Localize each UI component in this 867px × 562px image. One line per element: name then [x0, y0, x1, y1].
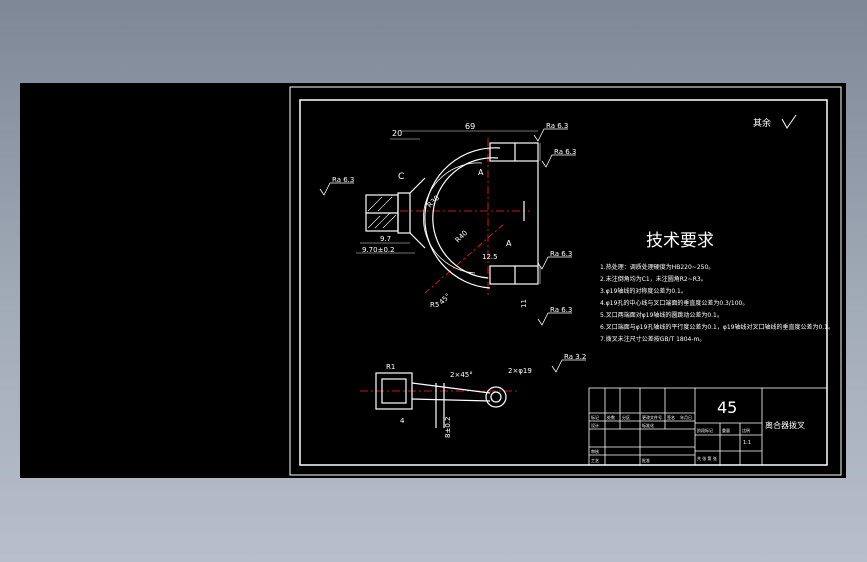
sheet-outer-border [289, 86, 842, 476]
tb-designer: 设计 [591, 422, 599, 428]
material-label: 45 [717, 398, 737, 417]
roughness-4: Ra 6.3 [550, 250, 572, 258]
dim-chamfer: 2×45° [450, 371, 473, 379]
dim-4: 4 [400, 417, 405, 425]
tech-requirements-title: 技术要求 [646, 231, 714, 251]
tech-notes: 1.热处理：调质处理硬度为HB220~250。 2.未注倒角均为C1，未注圆角R… [600, 263, 834, 343]
label-a-bottom: A [506, 239, 512, 248]
label-a-top: A [478, 168, 484, 177]
tb-sign: 签名 [667, 414, 675, 420]
section-hatch [367, 196, 397, 229]
tb-sheets: 共 张 第 张 [697, 455, 717, 461]
dim-hub: 20 [392, 129, 402, 138]
fork-main-view [365, 138, 539, 298]
svg-text:4.φ19孔的中心线与叉口端面的垂直度公差为0.3/100。: 4.φ19孔的中心线与叉口端面的垂直度公差为0.3/100。 [600, 299, 748, 307]
svg-text:5.叉口两端面对φ19轴线的圆跳动公差为0.1。: 5.叉口两端面对φ19轴线的圆跳动公差为0.1。 [600, 311, 723, 319]
roughness-5: Ra 6.3 [550, 306, 572, 314]
svg-text:7.拨叉未注尺寸公差按GB/T 1804-m。: 7.拨叉未注尺寸公差按GB/T 1804-m。 [600, 335, 705, 343]
tb-count: 处数 [607, 414, 615, 420]
svg-text:1.热处理：调质处理硬度为HB220~250。: 1.热处理：调质处理硬度为HB220~250。 [600, 263, 714, 271]
dim-r5: R5 [430, 301, 439, 309]
dim-holes: 2×φ19 [508, 367, 532, 375]
tb-change: 更改文件号 [642, 414, 662, 420]
tb-date: 年月日 [680, 414, 692, 420]
rest-roughness-label: 其余 [753, 117, 771, 129]
sheet-inner-border [299, 99, 828, 466]
roughness-3: Ra 6.3 [332, 176, 354, 184]
part-name: 离合器拨叉 [765, 420, 805, 430]
dim-prong: 11 [520, 299, 528, 308]
cad-viewport[interactable]: 其余 [20, 83, 846, 478]
dim-r1: R1 [386, 363, 395, 371]
roughness-1: Ra 6.3 [546, 122, 568, 130]
dim-r40: R40 [454, 229, 469, 244]
dim-8: 8±0.2 [444, 417, 452, 438]
tb-weight: 重量 [722, 427, 730, 433]
rest-roughness-symbol [781, 114, 797, 129]
title-block [588, 387, 828, 466]
dim-c: 9.7 [380, 235, 391, 243]
svg-text:3.φ19轴线的对称度公差为0.1。: 3.φ19轴线的对称度公差为0.1。 [600, 287, 687, 295]
svg-text:6.叉口端面与φ19孔轴线的平行度公差为0.1，φ19轴线对: 6.叉口端面与φ19孔轴线的平行度公差为0.1，φ19轴线对叉口轴线的垂直度公差… [600, 323, 834, 331]
tb-stage: 阶段标记 [697, 427, 713, 433]
fork-section-view [360, 372, 520, 428]
dimension-lines [356, 130, 541, 284]
svg-text:2.未注倒角均为C1，未注圆角R2~R3。: 2.未注倒角均为C1，未注圆角R2~R3。 [600, 275, 707, 283]
tb-standard: 标准化 [642, 422, 654, 428]
tb-mark: 标记 [591, 414, 599, 420]
tb-ratio: 比例 [742, 427, 750, 433]
label-c: C [398, 172, 404, 182]
dim-slot: 12.5 [482, 253, 498, 261]
tb-review: 审核 [591, 448, 599, 454]
roughness-6: Ra 3.2 [564, 353, 586, 361]
dim-angle: 45° [438, 292, 452, 306]
tb-approve: 批准 [642, 457, 650, 463]
roughness-symbols [319, 128, 586, 373]
roughness-2: Ra 6.3 [554, 148, 576, 156]
dim-hub-width: 9.70±0.2 [362, 246, 395, 254]
dim-width: 69 [465, 122, 475, 131]
scale-value: 1:1 [743, 440, 751, 446]
engineering-drawing: 其余 [289, 86, 842, 476]
tb-process: 工艺 [591, 458, 599, 463]
tb-zone: 分区 [622, 414, 630, 420]
